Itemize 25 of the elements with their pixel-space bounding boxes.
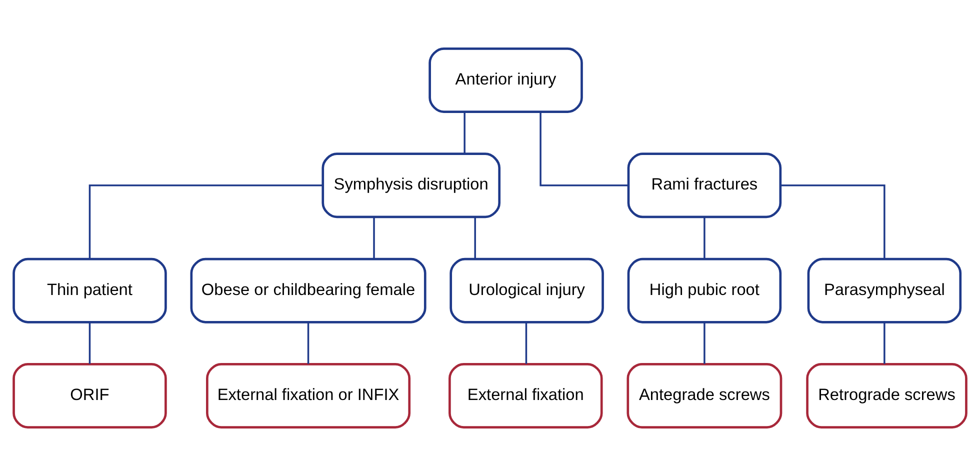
- node-box: Parasymphyseal: [807, 258, 962, 324]
- node-box: Retrograde screws: [806, 363, 968, 428]
- connector: [884, 322, 886, 364]
- node-box: ORIF: [12, 363, 167, 428]
- node-box: Thin patient: [12, 258, 167, 324]
- connector: [307, 322, 310, 364]
- connector: [88, 322, 91, 364]
- node-box: External fixation: [448, 363, 603, 428]
- connector: [474, 216, 476, 259]
- connector: [88, 184, 323, 260]
- node-box: High pubic root: [627, 258, 782, 324]
- node-box: Anterior injury: [428, 48, 583, 113]
- connector: [704, 216, 706, 259]
- node-box: Obese or childbearing female: [190, 258, 426, 324]
- connector: [540, 112, 628, 186]
- connector: [704, 322, 706, 364]
- connector: [780, 184, 886, 260]
- node-box: Urological injury: [450, 258, 604, 324]
- node-box: Rami fractures: [627, 152, 782, 218]
- connector: [525, 322, 528, 364]
- connector: [373, 216, 375, 259]
- node-box: External fixation or INFIX: [206, 363, 411, 428]
- node-box: Symphysis disruption: [322, 152, 501, 218]
- node-box: Antegrade screws: [626, 363, 782, 428]
- connector: [464, 112, 466, 154]
